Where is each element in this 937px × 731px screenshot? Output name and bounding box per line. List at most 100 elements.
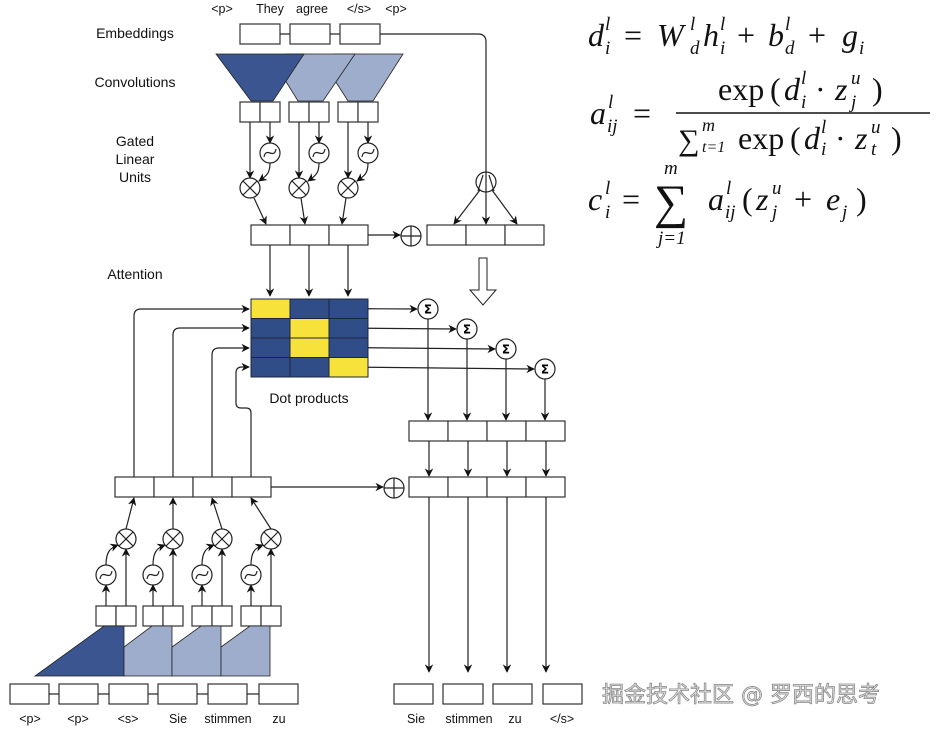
context-cell xyxy=(525,420,566,442)
conv-output-cell xyxy=(337,101,359,123)
encoder-sum-cell xyxy=(465,224,506,246)
embedding-cell xyxy=(258,683,299,705)
label-glu-2: Linear xyxy=(116,151,155,167)
svg-text:exp: exp xyxy=(718,71,764,107)
attention-cell-low xyxy=(250,357,291,378)
sum-icon xyxy=(456,318,478,340)
position-embedding-path xyxy=(380,33,487,172)
svg-text:i: i xyxy=(859,38,864,59)
decoder-hidden xyxy=(114,476,566,673)
svg-text:d: d xyxy=(588,17,605,53)
decoder-output-token-labels: Sie stimmen zu </s> xyxy=(407,712,574,726)
decoder-hidden-cell xyxy=(114,476,155,498)
label-glu-1: Gated xyxy=(116,133,154,149)
decoder-output-token: </s> xyxy=(550,712,574,726)
attention-cell-low xyxy=(250,318,291,339)
svg-text:+: + xyxy=(794,181,812,217)
svg-text:=: = xyxy=(633,95,651,131)
conv-output-cell xyxy=(308,101,330,123)
svg-text:i: i xyxy=(821,139,826,160)
embedding-cell xyxy=(58,683,99,705)
conv-output-cell xyxy=(240,605,262,627)
label-glu-3: Units xyxy=(119,169,151,185)
encoder-convolutions xyxy=(215,53,404,102)
conv-output-cell xyxy=(239,101,261,123)
svg-text:+: + xyxy=(808,17,826,53)
svg-text:z: z xyxy=(854,120,868,156)
decoder-input-embeddings xyxy=(9,683,299,705)
embedding-cell xyxy=(157,683,198,705)
decoder-input-token: <p> xyxy=(19,712,41,726)
svg-text:u: u xyxy=(851,68,861,89)
encoder-output-cell xyxy=(250,224,291,246)
svg-text:h: h xyxy=(703,17,719,53)
encoder-token-labels: <p> They agree </s> <p> xyxy=(211,2,407,16)
equations: d l i = W l d h l i + b l d + g i a l ij… xyxy=(588,14,930,249)
output-cell xyxy=(492,683,533,705)
svg-text:j: j xyxy=(839,202,847,223)
sum-icon xyxy=(534,358,556,380)
conv-filter-light xyxy=(171,625,222,677)
svg-text:z: z xyxy=(755,181,769,217)
sum-symbol: Σ xyxy=(424,303,432,317)
output-cell xyxy=(542,683,583,705)
svg-text:=: = xyxy=(624,17,642,53)
svg-text:t: t xyxy=(871,139,877,160)
conv-filter-dark xyxy=(215,53,305,102)
conv-filter-light xyxy=(220,625,271,677)
decoder-input-token: Sie xyxy=(169,712,187,726)
svg-text:l: l xyxy=(821,117,826,138)
context-cell xyxy=(486,420,527,442)
svg-text:j=1: j=1 xyxy=(655,228,686,249)
sum-symbol: Σ xyxy=(541,363,549,377)
decoder-output-token: stimmen xyxy=(445,712,492,726)
svg-text:i: i xyxy=(605,202,610,223)
svg-text:a: a xyxy=(708,181,724,217)
down-arrow-icon xyxy=(468,257,498,306)
encoder-output-cell xyxy=(328,224,369,246)
svg-text:i: i xyxy=(605,38,610,59)
decoder-glu xyxy=(95,497,282,627)
encoder-token: <p> xyxy=(211,2,233,16)
svg-text:l: l xyxy=(605,178,610,199)
svg-text:): ) xyxy=(891,120,902,156)
encoder-token: They xyxy=(256,2,285,16)
svg-text:e: e xyxy=(826,181,840,217)
encoder-embeddings xyxy=(239,23,487,172)
conv-output-cell xyxy=(162,605,184,627)
conv-output-cell xyxy=(95,605,117,627)
svg-text:(: ( xyxy=(790,120,801,156)
svg-text:d: d xyxy=(784,71,801,107)
attention-matrix xyxy=(250,298,369,378)
svg-text:u: u xyxy=(871,117,881,138)
equation-1: d l i = W l d h l i + b l d + g i xyxy=(588,14,864,59)
embedding-cell xyxy=(339,23,381,45)
conv-output-cell xyxy=(357,101,379,123)
encoder-position-broadcast xyxy=(426,171,545,306)
svg-text:a: a xyxy=(590,95,606,131)
attention-cell-low xyxy=(289,357,330,378)
attention-cell-low xyxy=(250,337,291,358)
svg-text:∑: ∑ xyxy=(654,176,688,229)
svg-text:d: d xyxy=(785,38,795,59)
attention-cell-low xyxy=(328,318,369,339)
decoder-hidden-cell xyxy=(231,476,272,498)
svg-text:ij: ij xyxy=(607,116,618,137)
svg-text:b: b xyxy=(768,17,784,53)
label-embeddings: Embeddings xyxy=(96,25,174,41)
decoder-input-token: stimmen xyxy=(204,712,251,726)
svg-text:l: l xyxy=(785,14,790,35)
decoder-hidden-cell xyxy=(192,476,233,498)
label-dot-products: Dot products xyxy=(269,390,348,406)
decoder-combined-cell xyxy=(408,476,449,498)
sum-icon xyxy=(417,298,439,320)
decoder-query-arrows xyxy=(133,304,252,477)
attention-cell-low xyxy=(328,337,369,358)
svg-text:u: u xyxy=(772,178,782,199)
conv-output-cell xyxy=(288,101,310,123)
svg-text:l: l xyxy=(726,178,731,199)
equation-3: c l i = m ∑ j=1 a l ij ( z u j + e j ) xyxy=(588,158,867,249)
svg-text:m: m xyxy=(664,158,678,179)
